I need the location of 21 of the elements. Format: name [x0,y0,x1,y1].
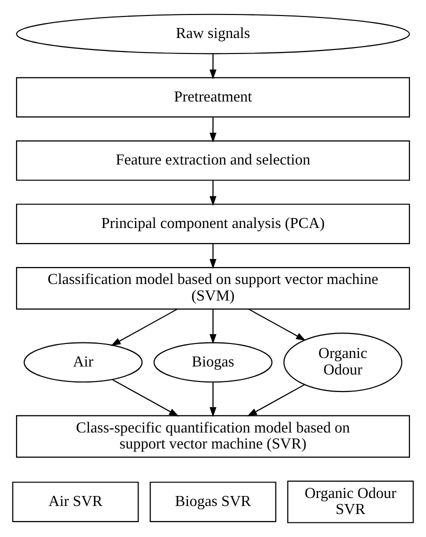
arrow [247,384,305,416]
node-box: Class-specific quantification model based on support vector machine (SVR) [16,415,410,458]
arrow [248,308,306,341]
node-box: Air SVR [12,482,139,522]
node-ellipse: Biogas [154,342,272,383]
node-box: Pretreatment [16,77,410,118]
arrow [112,379,179,416]
arrow [210,309,216,344]
arrow [210,117,216,143]
node-ellipse: Raw signals [16,14,410,54]
node-box: Organic Odour SVR [287,480,414,524]
arrow [210,180,216,206]
arrow [110,308,178,346]
node-ellipse: Air [24,342,143,383]
arrow [210,244,216,269]
node-box: Biogas SVR [150,482,276,522]
node-box: Classification model based on support vector machine (SVM) [16,267,410,310]
node-box: Principal component analysis (PCA) [16,204,410,244]
arrow [210,382,216,417]
node-box: Feature extraction and selection [16,140,410,181]
arrow [210,54,216,80]
